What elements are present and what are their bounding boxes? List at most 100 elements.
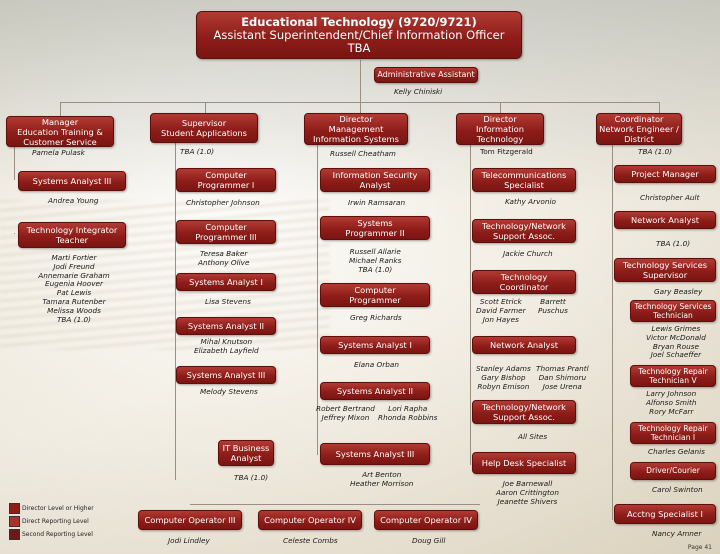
coord5-line3: District [624,134,654,144]
programmer-iii-name: Anthony Olive [198,259,249,268]
tss-line1: Technology Services [623,260,707,270]
programmer-i-line2: Programmer I [198,180,255,190]
systems-programmer-ii-box: Systems Programmer II [320,216,430,240]
col2-sa2-names: Mihal Knutson Elizabeth Layfield [194,338,259,356]
supervisor-tba: TBA (1.0) [180,148,214,157]
it-director-box: Director Information Technology [456,113,544,145]
itba-line2: Analyst [231,453,262,463]
repair-tech-i-box: Technology Repair Technician I [630,422,716,444]
col2-sa2-box: Systems Analyst II [176,317,276,335]
it-director-line3: Technology [477,134,523,144]
legend-swatch-direct [9,516,20,527]
connector [470,140,471,465]
tns2-line2: Support Assoc. [493,412,555,422]
it-director-name: Tom Fitzgerald [480,148,533,157]
org-title: Educational Technology (9720/9721) [241,16,477,29]
connector [14,233,15,234]
col3-sa2-label: Systems Analyst II [337,386,413,396]
it-director-line1: Director [483,114,516,124]
net-name: Robyn Emison [476,383,531,392]
col5-na-label: Network Analyst [631,215,699,225]
operator-iii-box: Computer Operator III [138,510,242,530]
tst-line1: Technology Services [635,302,712,311]
connector [60,102,61,116]
net-names-right: Thomas Prantl Dan Shimoru Jose Urena [536,365,589,391]
tna-line1: Technology/Network [482,221,566,231]
col2-sa2-label: Systems Analyst II [188,321,264,331]
coord5-line2: Network Engineer / [599,124,679,134]
isa-line1: Information Security [333,170,418,180]
acctg-name: Nancy Amner [652,530,701,539]
programmer-i-name: Christopher Johnson [186,199,260,208]
col4-network-analyst-box: Network Analyst [472,336,576,354]
sys-analyst-iii-label: Systems Analyst III [33,176,112,186]
itba-tba: TBA (1.0) [234,474,268,483]
manager-name: Pamela Pulask [32,149,85,158]
programmer-iii-line2: Programmer III [195,232,257,242]
mis-director-line2: Management [329,124,384,134]
trt5-line2: Technician V [649,376,696,385]
it-director-line2: Information [476,124,524,134]
tna-line2: Support Assoc. [493,231,555,241]
op1-name: Jodi Lindley [168,537,210,546]
op2-name: Celeste Combs [283,537,338,546]
mis-director-name: Russell Cheatham [330,150,396,159]
legend-swatch-director [9,503,20,514]
integrator-box: Technology Integrator Teacher [18,222,126,248]
sp2-name: TBA (1.0) [349,266,401,275]
col3-sa2-name: Jeffrey Mixon [316,414,375,423]
coord-line2: Coordinator [500,282,549,292]
helpdesk-name: Jeanette Shivers [496,498,559,507]
supervisor-line1: Supervisor [182,118,226,128]
coord-line1: Technology [501,272,547,282]
integrator-name: TBA (1.0) [38,316,110,325]
manager-line2: Education Training & [17,127,103,137]
col5-network-analyst-box: Network Analyst [614,211,716,229]
tst-name: Joel Schaeffer [646,351,706,360]
isa-line2: Analyst [360,180,391,190]
trt5-line1: Technology Repair [638,367,707,376]
driver-label: Driver/Courier [646,466,700,476]
programmer-iii-names: Teresa Baker Anthony Olive [198,250,249,268]
coord-name: Jon Hayes [476,316,526,325]
pm-name: Christopher Ault [640,194,699,203]
legend-swatch-second [9,529,20,540]
col2-sa3-box: Systems Analyst III [176,366,276,384]
cp-line2: Programmer [349,295,401,305]
tss-line2: Supervisor [643,270,687,280]
telecom-box: Telecommunications Specialist [472,168,576,192]
tss-name: Gary Beasley [654,288,702,297]
col2-sa1-box: Systems Analyst I [176,273,276,291]
trt1-line2: Technician I [651,433,695,442]
computer-programmer-box: Computer Programmer [320,283,430,307]
org-tba: TBA [348,42,371,55]
trt1-name: Charles Gelanis [648,448,705,457]
col3-sa2-names-left: Robert Bertrand Jeffrey Mixon [316,405,375,423]
trt5-names: Larry Johnson Alfonso Smith Rory McFarr [646,390,697,416]
col3-sa1-label: Systems Analyst I [338,340,412,350]
mis-director-box: Director Management Information Systems [304,113,408,145]
telecom-line1: Telecommunications [482,170,567,180]
programmer-i-box: Computer Programmer I [176,168,276,192]
page-number: Page 41 [688,544,712,551]
cp-line1: Computer [354,285,395,295]
connector [175,140,176,480]
supervisor-box: Supervisor Student Applications [150,113,258,143]
sys-analyst-iii-box: Systems Analyst III [18,171,126,191]
connector [190,504,480,505]
op1-label: Computer Operator III [145,515,236,525]
helpdesk-label: Help Desk Specialist [482,458,567,468]
integrator-line2: Teacher [56,235,88,245]
org-subtitle: Assistant Superintendent/Chief Informati… [214,29,505,42]
col3-sa1-box: Systems Analyst I [320,336,430,354]
acctg-label: Acctng Specialist I [627,509,703,519]
mis-director-line3: Information Systems [313,134,399,144]
tna-name: Jackie Church [503,250,553,259]
connector [360,60,361,116]
help-desk-box: Help Desk Specialist [472,452,576,474]
col5-na-tba: TBA (1.0) [656,240,690,249]
tst-names: Lewis Grimes Victor McDonald Bryan Rouse… [646,325,706,360]
coord5-line1: Coordinator [615,114,664,124]
coord-names-right: Barrett Puschus [538,298,568,316]
col3-sa3-name: Heather Morrison [350,480,413,489]
